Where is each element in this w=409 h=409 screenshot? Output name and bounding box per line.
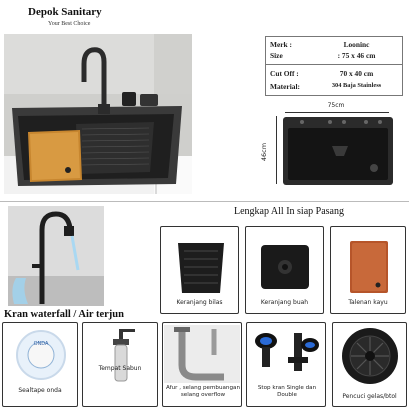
glass-rinser-icon [342, 328, 398, 384]
spec-row-cutoff: Cut Off : 70 x 40 cm [270, 69, 399, 78]
accessory-label: Keranjang bilas [176, 299, 223, 306]
accessory-label: Keranjang buah [260, 299, 309, 306]
sealtape-icon: ONDA [16, 330, 66, 380]
accessory-card-drain-hose: Afur , selang pembuangan selang overflow [162, 322, 242, 407]
spec-value: : 75 x 46 cm [337, 51, 376, 60]
brand-tagline: Your Best Choice [48, 21, 91, 27]
accessory-label: Talenan kayu [348, 299, 388, 306]
set-headline: Lengkap All In siap Pasang [234, 206, 344, 217]
accessory-label: Stop kran Single dan Double [257, 385, 317, 398]
faucet-caption: Kran waterfall / Air terjun [4, 309, 124, 320]
spec-divider [266, 64, 402, 65]
spec-row-brand: Merk : Looninc [270, 40, 399, 49]
accessory-label: Pencuci gelas/btol [342, 393, 397, 400]
sink-top-view [282, 116, 394, 186]
accessory-label: Tempat Sabun [98, 365, 142, 372]
accessory-card-sealtape: ONDA Sealtape onda [2, 322, 78, 407]
height-dimension-label: 46cm [260, 142, 268, 162]
spec-label: Material: [270, 82, 300, 91]
accessory-card-fruit-basket: Keranjang buah [245, 226, 324, 314]
spec-row-material: Material: 304 Baja Stainless [270, 82, 399, 91]
spec-row-size: Size : 75 x 46 cm [270, 51, 399, 60]
sink-main-photo [4, 34, 192, 194]
spec-label: Merk : [270, 40, 292, 49]
rinse-basket-icon [178, 243, 224, 293]
accessory-card-soap-dispenser: Tempat Sabun [82, 322, 158, 407]
spec-value: Looninc [343, 40, 370, 49]
section-divider [0, 201, 409, 202]
spec-label: Cut Off : [270, 69, 299, 78]
accessory-card-rinse-basket: Keranjang bilas [160, 226, 239, 314]
spec-value: 70 x 40 cm [339, 69, 374, 78]
stop-valve-icon [255, 333, 319, 371]
accessory-card-cutting-board: Talenan kayu [330, 226, 406, 314]
accessory-card-stop-valve: Stop kran Single dan Double [246, 322, 326, 407]
width-dimension-line [285, 112, 389, 113]
accessory-label: Afur , selang pembuangan selang overflow [165, 385, 241, 398]
height-dimension-line [276, 116, 277, 184]
fruit-basket-icon [261, 245, 309, 289]
spec-table: Merk : Looninc Size : 75 x 46 cm Cut Off… [265, 36, 403, 96]
brand-name: Depok Sanitary [28, 6, 102, 18]
spec-value: 304 Baja Stainless [331, 82, 382, 89]
tape-brand-text: ONDA [34, 341, 49, 347]
width-dimension-label: 75cm [327, 102, 345, 109]
soap-dispenser-icon [113, 329, 135, 382]
accessory-label: Sealtape onda [18, 387, 62, 394]
cutting-board-icon [350, 241, 388, 293]
spec-label: Size [270, 51, 283, 60]
faucet-photo [8, 206, 104, 306]
accessory-card-glass-rinser: Pencuci gelas/btol [332, 322, 407, 407]
drain-hose-icon [164, 325, 240, 383]
